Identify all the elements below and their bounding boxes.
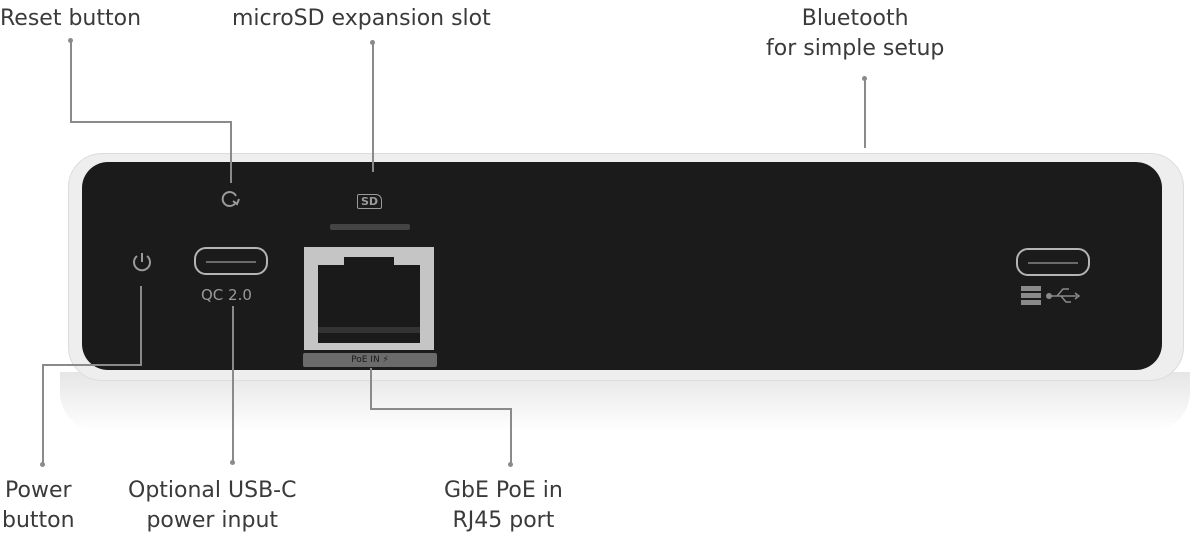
reset-icon[interactable] bbox=[219, 188, 241, 210]
storage-usb-icon bbox=[1021, 286, 1081, 305]
bluetooth-label: Bluetooth for simple setup bbox=[766, 4, 944, 64]
microsd-slot[interactable] bbox=[330, 224, 410, 230]
rj45-port[interactable] bbox=[304, 247, 434, 350]
poe-in-badge: PoE IN ⚡ bbox=[303, 353, 437, 367]
gbe-label-line2: RJ45 port bbox=[452, 508, 555, 533]
qc-label: QC 2.0 bbox=[201, 286, 252, 304]
power-icon[interactable] bbox=[130, 250, 154, 274]
usbc-power-port[interactable] bbox=[194, 247, 268, 275]
usbc-label-line1: Optional USB-C bbox=[128, 478, 297, 503]
sd-label: SD bbox=[361, 195, 379, 208]
power-button-label: Power button bbox=[2, 476, 75, 536]
usbc-label-line2: power input bbox=[146, 508, 279, 533]
gbe-label-line1: GbE PoE in bbox=[444, 478, 563, 503]
microsd-slot-label: microSD expansion slot bbox=[232, 6, 491, 31]
poe-in-label: PoE IN ⚡ bbox=[351, 355, 389, 365]
sd-icon: SD bbox=[357, 194, 383, 209]
gbe-port-label: GbE PoE in RJ45 port bbox=[444, 476, 563, 536]
reset-button-label: Reset button bbox=[0, 6, 142, 31]
usbc-power-label: Optional USB-C power input bbox=[128, 476, 296, 536]
bluetooth-label-line2: for simple setup bbox=[766, 36, 945, 61]
power-label-line1: Power bbox=[5, 478, 72, 503]
bluetooth-label-line1: Bluetooth bbox=[801, 6, 909, 31]
power-label-line2: button bbox=[2, 508, 75, 533]
device-shadow bbox=[60, 372, 1190, 432]
usbc-data-port[interactable] bbox=[1016, 248, 1090, 276]
